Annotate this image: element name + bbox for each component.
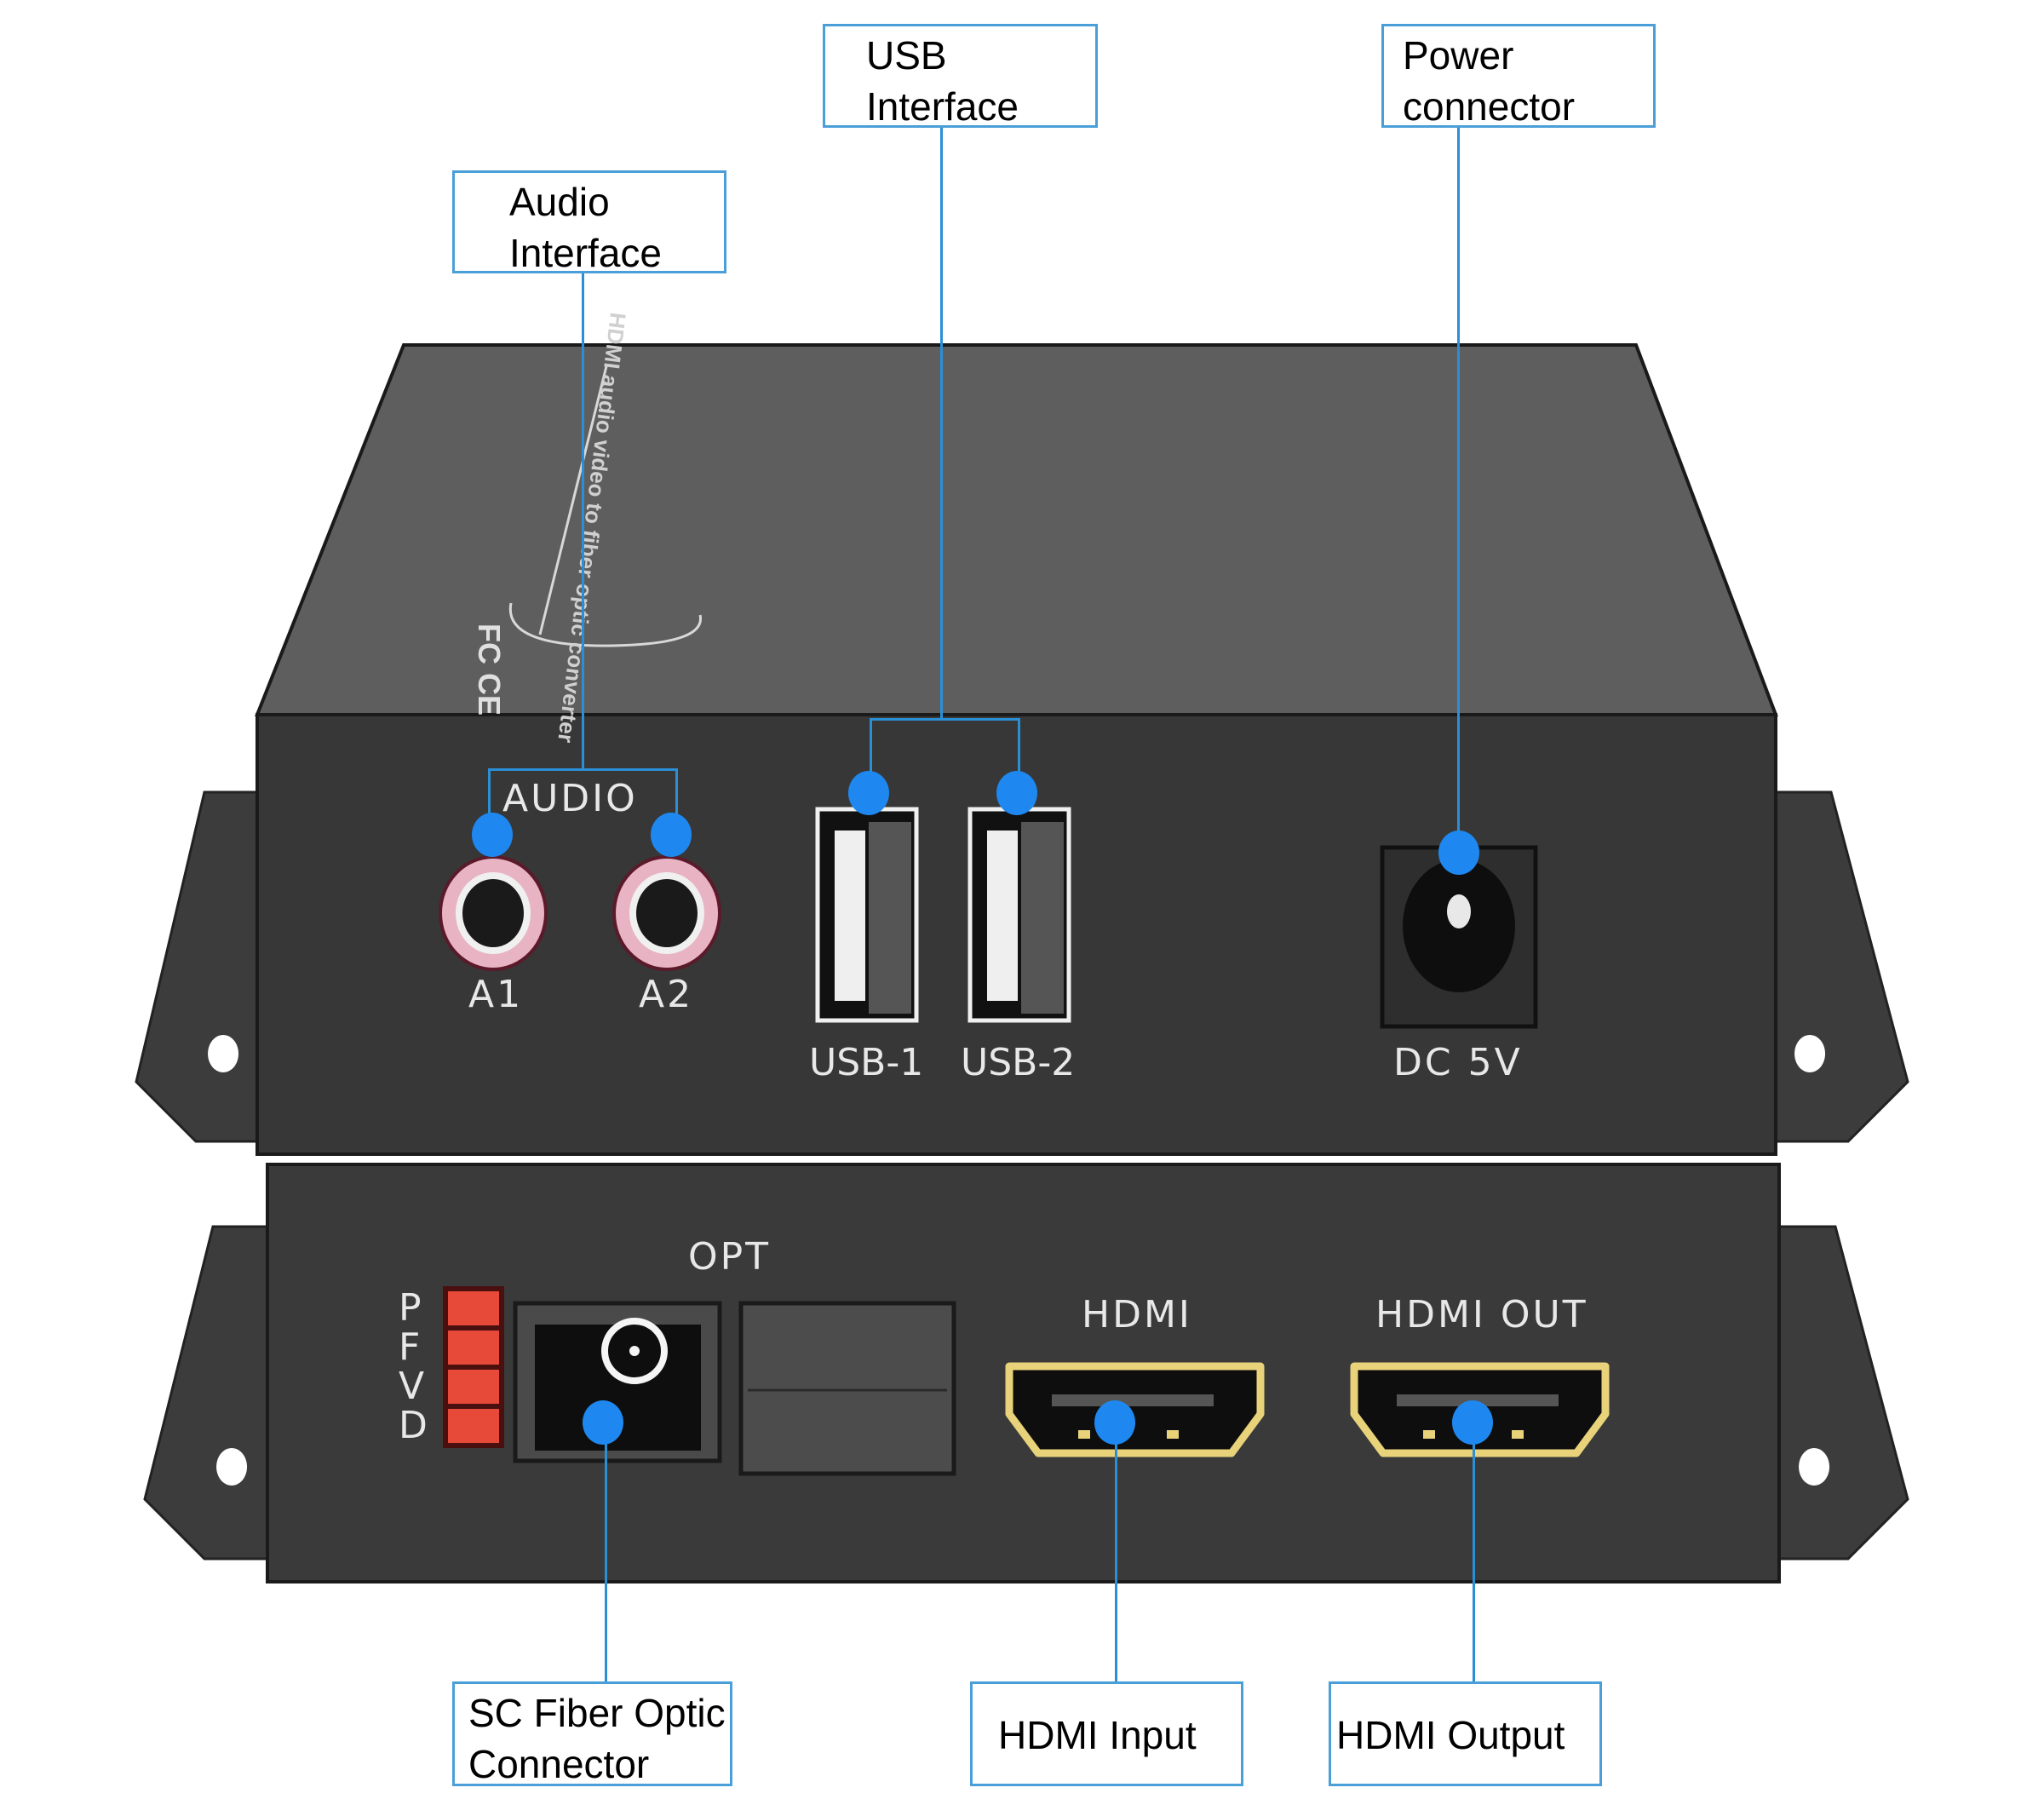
usb-bracket-line bbox=[870, 718, 1020, 721]
marker-dot-audio-a2 bbox=[651, 813, 692, 857]
callout-hdmi-input-text: HDMI Input bbox=[998, 1713, 1197, 1757]
callout-audio-line2: Interface bbox=[509, 231, 662, 275]
callout-power-line1: Power bbox=[1403, 33, 1514, 78]
led-label-f: F bbox=[399, 1325, 423, 1369]
marker-dot-usb-1 bbox=[848, 771, 889, 815]
power-leader-line bbox=[1457, 128, 1460, 843]
callout-usb-interface: USB Interface bbox=[823, 24, 1098, 129]
usb-leader-line bbox=[940, 128, 943, 720]
lower-right-bracket bbox=[1777, 1225, 1909, 1560]
callout-fiber-line2: Connector bbox=[468, 1742, 650, 1786]
led-v bbox=[448, 1370, 499, 1404]
led-p bbox=[448, 1291, 499, 1325]
usb-port-label-1: USB-1 bbox=[809, 1041, 924, 1084]
audio-bracket-left bbox=[488, 768, 491, 832]
opt-label: OPT bbox=[688, 1235, 772, 1279]
led-f bbox=[448, 1331, 499, 1365]
upper-right-bracket-hole bbox=[1794, 1035, 1826, 1072]
marker-dot-audio-a1 bbox=[472, 813, 513, 857]
upper-right-bracket bbox=[1774, 790, 1909, 1143]
marker-dot-usb-2 bbox=[996, 771, 1037, 815]
led-label-v: V bbox=[399, 1365, 428, 1408]
callout-sc-fiber-connector: SC Fiber Optic Connector bbox=[452, 1681, 732, 1786]
callout-audio-line1: Audio bbox=[509, 180, 610, 224]
led-label-p: P bbox=[399, 1286, 424, 1330]
audio-label: AUDIO bbox=[502, 777, 638, 820]
usb-bracket-left bbox=[870, 718, 872, 786]
hdmi-input-label: HDMI bbox=[1082, 1293, 1192, 1336]
marker-dot-hdmi-output bbox=[1452, 1400, 1493, 1445]
hdmi-output-leader-line bbox=[1473, 1424, 1475, 1681]
usb-port-1 bbox=[815, 807, 919, 1023]
callout-hdmi-output-text: HDMI Output bbox=[1336, 1713, 1565, 1757]
status-leds bbox=[443, 1286, 504, 1448]
lower-left-bracket-hole bbox=[216, 1448, 248, 1486]
marker-dot-power bbox=[1438, 831, 1479, 875]
usb-bracket-right bbox=[1018, 718, 1020, 786]
callout-fiber-line1: SC Fiber Optic bbox=[468, 1691, 726, 1735]
callout-usb-line2: Interface bbox=[866, 84, 1019, 129]
audio-bracket-line bbox=[488, 768, 678, 771]
usb-port-label-2: USB-2 bbox=[961, 1041, 1076, 1084]
audio-port-label-a1: A1 bbox=[468, 973, 524, 1016]
callout-usb-line1: USB bbox=[866, 33, 947, 78]
audio-bracket-right bbox=[675, 768, 678, 832]
fiber-leader-line bbox=[605, 1424, 607, 1681]
callout-power-connector: Power connector bbox=[1381, 24, 1656, 129]
lower-left-bracket bbox=[143, 1225, 269, 1560]
top-face-stripe bbox=[538, 365, 608, 635]
power-label: DC 5V bbox=[1393, 1041, 1523, 1084]
fiber-dust-cover bbox=[738, 1301, 956, 1476]
callout-hdmi-output: HDMI Output bbox=[1329, 1681, 1602, 1786]
sc-fiber-port bbox=[513, 1301, 722, 1463]
dc-power-jack bbox=[1380, 845, 1538, 1029]
top-face-swoosh bbox=[508, 602, 703, 647]
usb-port-2 bbox=[967, 807, 1071, 1023]
callout-audio-interface: Audio Interface bbox=[452, 170, 726, 275]
marker-dot-fiber bbox=[583, 1400, 623, 1445]
audio-port-label-a2: A2 bbox=[639, 973, 694, 1016]
upper-left-bracket bbox=[135, 790, 259, 1143]
audio-jack-a1 bbox=[439, 855, 548, 971]
hdmi-output-label: HDMI OUT bbox=[1375, 1293, 1588, 1336]
hdmi-input-port bbox=[1005, 1362, 1265, 1457]
callout-hdmi-input: HDMI Input bbox=[970, 1681, 1243, 1786]
lower-right-bracket-hole bbox=[1799, 1448, 1830, 1486]
led-label-d: D bbox=[399, 1404, 430, 1447]
hdmi-input-leader-line bbox=[1115, 1424, 1117, 1681]
audio-leader-line bbox=[582, 273, 584, 769]
callout-power-line2: connector bbox=[1403, 84, 1576, 129]
audio-jack-a2 bbox=[612, 855, 721, 971]
marker-dot-hdmi-input bbox=[1094, 1400, 1135, 1445]
upper-left-bracket-hole bbox=[208, 1035, 239, 1072]
certification-marks: FC CE bbox=[472, 624, 507, 716]
led-d bbox=[448, 1409, 499, 1443]
